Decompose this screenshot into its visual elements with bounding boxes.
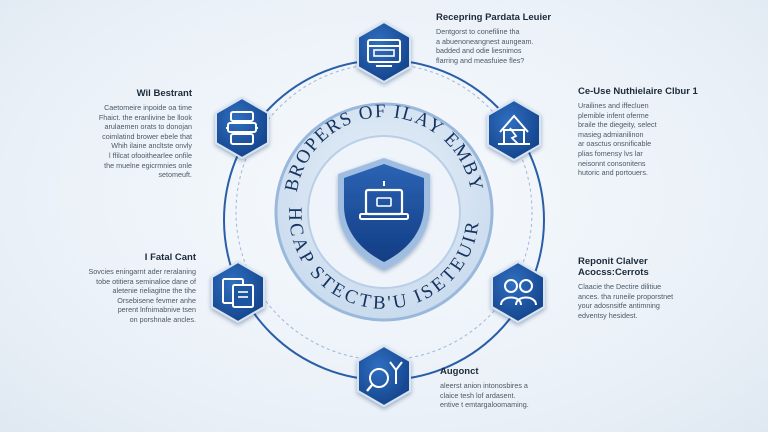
- line: neisonnt consonitens: [578, 158, 646, 168]
- server-stack-icon: [226, 111, 258, 145]
- line: claice tesh lof ardasent.: [440, 390, 516, 400]
- node-upper-left-title: Wil Bestrant: [136, 88, 192, 99]
- node-lower-right-text: Reponit Clalver Acocss:Cerrots Claacie t…: [578, 256, 718, 320]
- search-arrow-icon: [366, 361, 403, 392]
- line: setomeuft.: [158, 170, 192, 180]
- node-bottom-description: aleerst anion intonosbires a claice tesh…: [440, 381, 580, 410]
- node-bottom-hexagon: [357, 345, 411, 407]
- hexagon-shape: [357, 345, 411, 407]
- line: aletenie rieliagitne the tihe: [112, 286, 196, 296]
- line: plias fomensy lvs lar: [578, 148, 643, 158]
- line: badded and odie liesnimos: [436, 46, 522, 56]
- node-upper-left-hexagon: [215, 97, 269, 159]
- line: edventsy hesidest.: [578, 310, 638, 320]
- line: Fhaict. the eranlivine be llook: [98, 112, 192, 122]
- line: perent lnfnimabnive tsen: [117, 305, 196, 315]
- line: arulaemen orats to donojan: [104, 122, 192, 132]
- node-lower-right-title: Reponit Clalver Acocss:Cerrots: [578, 256, 649, 278]
- node-lower-left-text: I Fatal Cant Sovcies eningarnt ader rera…: [40, 252, 196, 325]
- line: ances. tha runeile proporstnet: [578, 291, 674, 301]
- line: flarring and measfuiee fles?: [436, 55, 525, 65]
- line: l ffilcat ofooithearlee onfile: [109, 150, 192, 160]
- line: hutoric and portouers.: [578, 168, 648, 178]
- line: Dentgorst to conefiline tha: [436, 27, 520, 36]
- two-users-icon: [500, 279, 537, 306]
- monitor-window-icon: [367, 39, 401, 67]
- node-top-description: Dentgorst to conefiline tha a abuenonean…: [436, 27, 576, 65]
- node-upper-right-description: Urailines and iffecluen plemible infent …: [578, 101, 728, 178]
- line: Sovcies eningarnt ader reralaning: [88, 267, 196, 276]
- documents-icon: [222, 278, 254, 308]
- node-lower-left-description: Sovcies eningarnt ader reralaning tobe o…: [40, 267, 196, 325]
- line: a abuenoneangnest aungeam.: [436, 36, 534, 46]
- node-upper-left-text: Wil Bestrant Caetomeire inpoide oa time …: [52, 88, 192, 180]
- line: tobe otitiera seminalioe dane of: [96, 276, 196, 286]
- line: Caetomeire inpoide oa time: [104, 103, 192, 112]
- line: plemible infent oferme: [578, 110, 649, 120]
- line: on porshnale ancles.: [129, 314, 196, 324]
- broken-house-icon: [498, 114, 530, 145]
- node-lower-right-description: Claacie the Dectire dilitiue ances. tha …: [578, 282, 718, 320]
- line: your adosnsitfe antimning: [578, 301, 660, 311]
- line: Claacie the Dectire dilitiue: [578, 282, 662, 291]
- node-upper-right-hexagon: [487, 99, 541, 161]
- line: entive t emtargaloomaming.: [440, 400, 529, 410]
- node-lower-left-title: I Fatal Cant: [144, 252, 196, 263]
- node-lower-left-hexagon: [211, 261, 265, 323]
- hexagon-shape: [357, 21, 411, 83]
- line: the muelne egicrmnies onle: [104, 160, 192, 170]
- hexagon-shape: [491, 261, 545, 323]
- line: aleerst anion intonosbires a: [440, 381, 528, 390]
- node-bottom-title: Augonct: [440, 366, 479, 377]
- line: ar oasctus onsnificable: [578, 139, 652, 149]
- hexagon-shape: [215, 97, 269, 159]
- node-upper-left-description: Caetomeire inpoide oa time Fhaict. the e…: [52, 103, 192, 180]
- node-upper-right-text: Ce-Use Nuthielaire Clbur 1 Urailines and…: [578, 86, 728, 178]
- node-top-text: Recepring Pardata Leuier Dentgorst to co…: [436, 12, 576, 65]
- node-lower-right-hexagon: [491, 261, 545, 323]
- node-upper-right-title: Ce-Use Nuthielaire Clbur 1: [578, 86, 698, 97]
- line: braile the diegeity, select: [578, 120, 657, 130]
- line: coimlatind brower ebele that: [102, 131, 192, 141]
- line: masieg admianilinon: [578, 129, 644, 139]
- node-bottom-text: Augonct aleerst anion intonosbires a cla…: [440, 366, 580, 410]
- node-top-title: Recepring Pardata Leuier: [436, 12, 552, 23]
- line: Urailines and iffecluen: [578, 101, 649, 110]
- laptop-shield-icon: [338, 158, 430, 270]
- line: Orsebisene fevmer anhe: [117, 295, 196, 305]
- line: Whih ilaine ancltste onvly: [111, 141, 192, 151]
- node-top-hexagon: [357, 21, 411, 83]
